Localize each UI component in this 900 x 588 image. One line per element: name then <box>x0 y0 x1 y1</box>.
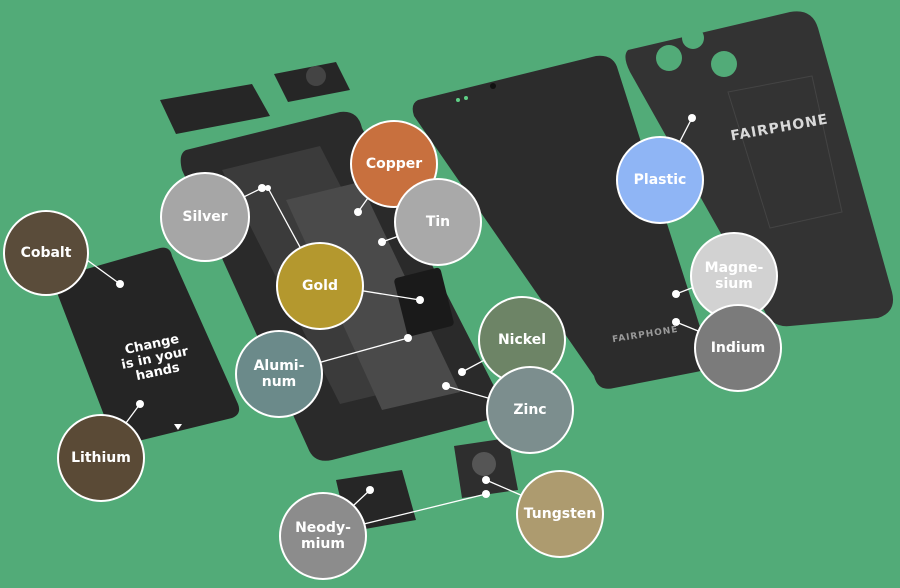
material-bubble-lithium[interactable]: Lithium <box>57 414 145 502</box>
material-bubble-tungsten[interactable]: Tungsten <box>516 470 604 558</box>
material-label-neodymium: Neody- mium <box>295 520 351 552</box>
material-bubble-indium[interactable]: Indium <box>694 304 782 392</box>
material-bubble-cobalt[interactable]: Cobalt <box>3 210 89 296</box>
material-bubble-aluminum[interactable]: Alumi- num <box>235 330 323 418</box>
material-label-zinc: Zinc <box>513 402 546 418</box>
material-bubble-plastic[interactable]: Plastic <box>616 136 704 224</box>
material-bubble-tin[interactable]: Tin <box>394 178 482 266</box>
material-label-tin: Tin <box>426 214 450 230</box>
sensor-dot <box>456 98 460 102</box>
material-label-indium: Indium <box>711 340 766 356</box>
material-label-plastic: Plastic <box>634 172 687 188</box>
material-bubble-zinc[interactable]: Zinc <box>486 366 574 454</box>
material-label-lithium: Lithium <box>71 450 131 466</box>
material-bubble-neodymium[interactable]: Neody- mium <box>279 492 367 580</box>
material-label-cobalt: Cobalt <box>21 245 72 261</box>
material-label-gold: Gold <box>302 278 338 294</box>
material-label-aluminum: Alumi- num <box>254 358 305 390</box>
material-bubble-gold[interactable]: Gold <box>276 242 364 330</box>
material-label-nickel: Nickel <box>498 332 546 348</box>
material-label-copper: Copper <box>366 156 422 172</box>
material-bubble-silver[interactable]: Silver <box>160 172 250 262</box>
material-label-tungsten: Tungsten <box>524 506 596 522</box>
material-label-silver: Silver <box>182 209 227 225</box>
material-label-magnesium: Magne- sium <box>705 260 764 292</box>
sensor-dot <box>464 96 468 100</box>
